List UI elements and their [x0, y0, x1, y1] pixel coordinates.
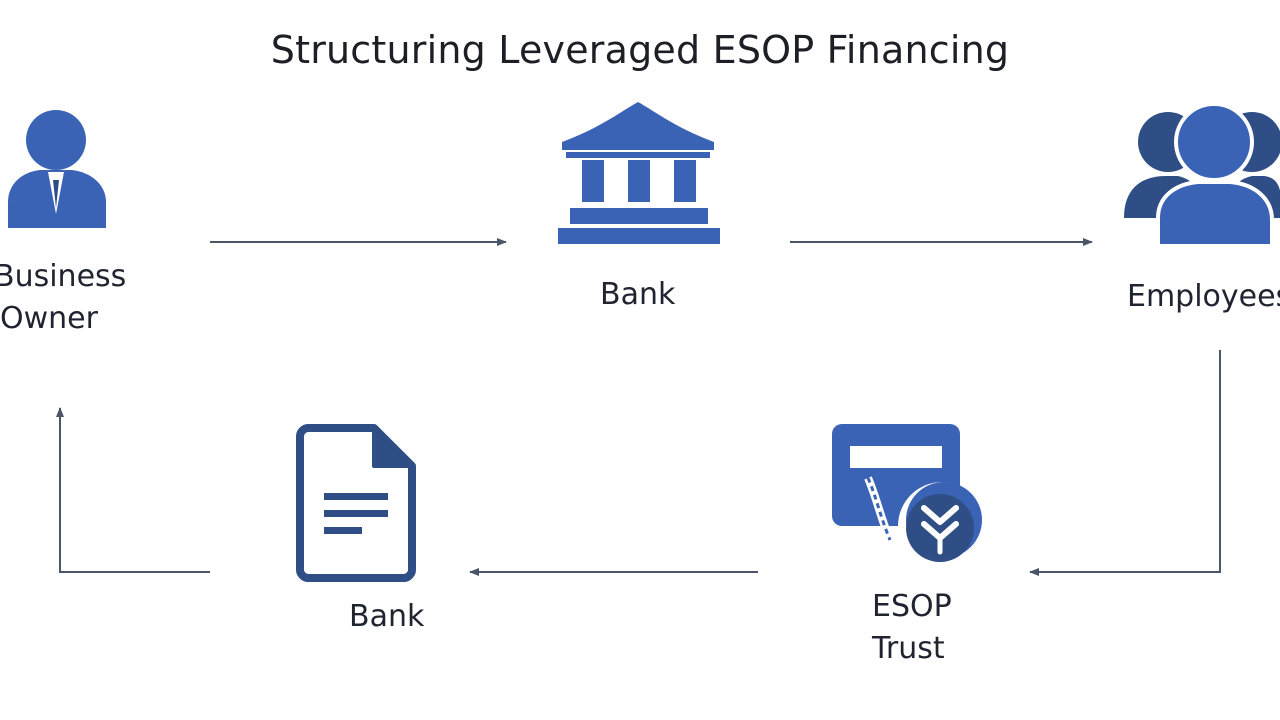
business-owner-label-line2: Owner: [0, 301, 98, 336]
document-icon: [296, 424, 416, 582]
bank-building-icon: [558, 102, 720, 244]
esop-trust-label-line1: ESOP: [872, 589, 952, 624]
esop-trust-icon: [832, 424, 986, 570]
arrow-bank-to-owner: [56, 407, 210, 573]
business-person-icon: [8, 110, 106, 228]
arrow-employees-to-trust: [1029, 350, 1221, 576]
business-owner-label: Business Owner: [0, 256, 134, 340]
esop-trust-label: ESOP Trust: [872, 586, 952, 670]
bank-top-label: Bank: [600, 277, 676, 312]
bank-bottom-label: Bank: [349, 599, 425, 634]
esop-trust-label-line2: Trust: [872, 631, 945, 666]
employees-label: Employees: [1127, 279, 1280, 314]
group-people-icon: [1124, 102, 1280, 248]
diagram-title: Structuring Leveraged ESOP Financing: [270, 28, 1010, 72]
business-owner-label-line1: Business: [0, 259, 127, 294]
